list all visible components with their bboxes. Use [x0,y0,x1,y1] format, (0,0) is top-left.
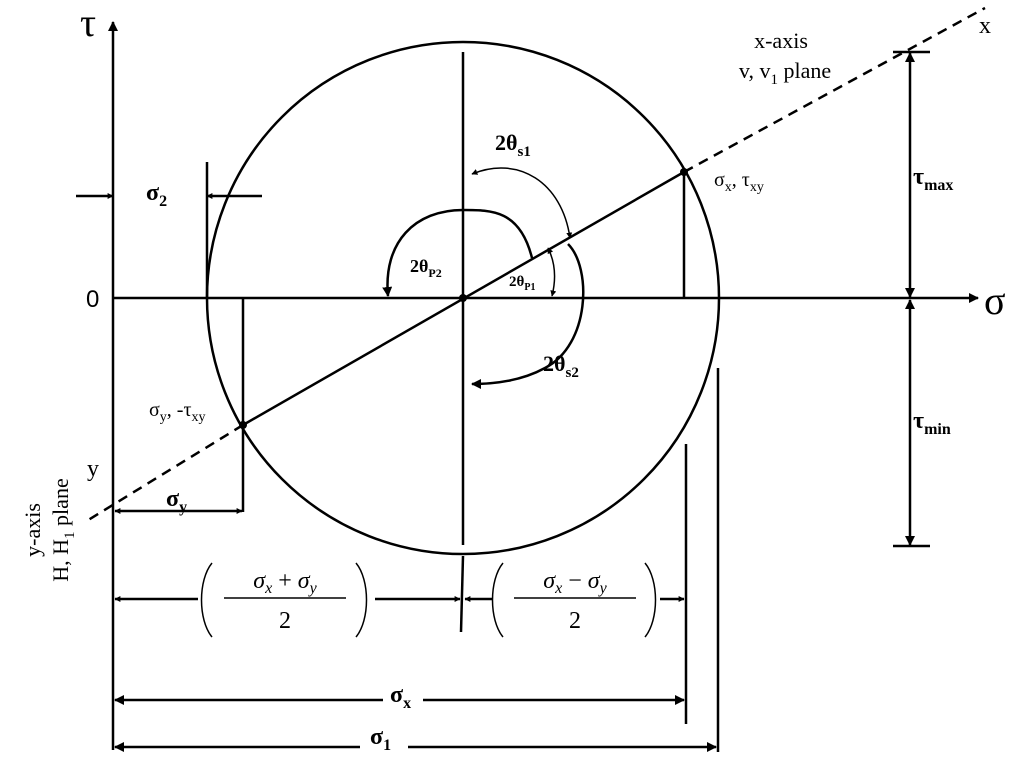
dif-paren-right [644,562,657,638]
dif-fraction-numerator: σx − σy [543,568,607,597]
sigmay-label: σy [166,486,187,516]
center-point [459,294,467,302]
avg-fraction-numerator: σx + σy [253,568,317,597]
point-y-label: σy, -τxy [149,399,205,425]
y-end-label: y [87,456,99,482]
angle-2theta-p2-arc [382,208,534,297]
taumax-label: τmax [913,164,953,194]
x-axis-dashed [683,6,986,174]
y-axis-dashed [84,423,244,524]
angle-2theta-s1-label: 2θs1 [495,130,531,160]
y-axis-title: y-axis [20,503,45,557]
point-x-label: σx, τxy [714,169,764,195]
angle-2theta-s2-arc [471,243,585,389]
angle-2theta-s1-arc [471,167,573,239]
y-axis-plane: H, H1 plane [48,478,78,581]
avg-paren-left [200,562,213,638]
sigma2-label: σ2 [146,180,167,210]
origin-label: 0 [86,286,99,313]
sigmax-label: σx [390,682,411,712]
x-axis-plane: v, v1 plane [739,58,831,88]
avg-fraction-denominator: 2 [279,608,291,634]
angle-2theta-s2-label: 2θs2 [543,351,579,381]
center-ref-line [459,555,465,633]
x-end-label: x [979,13,991,39]
sigma1-label: σ1 [370,724,391,754]
angle-2theta-p1-arc [547,247,557,297]
angle-2theta-p1-label: 2θP1 [509,274,535,293]
x-axis-title: x-axis [754,28,808,53]
angle-2theta-p2-label: 2θP2 [410,256,442,280]
taumin-label: τmin [913,408,951,438]
dif-fraction-denominator: 2 [569,608,581,634]
dif-paren-left [491,562,504,638]
avg-paren-right [355,562,368,638]
sigma-axis-label: σ [984,278,1006,323]
tau-axis-label: τ [80,0,96,45]
